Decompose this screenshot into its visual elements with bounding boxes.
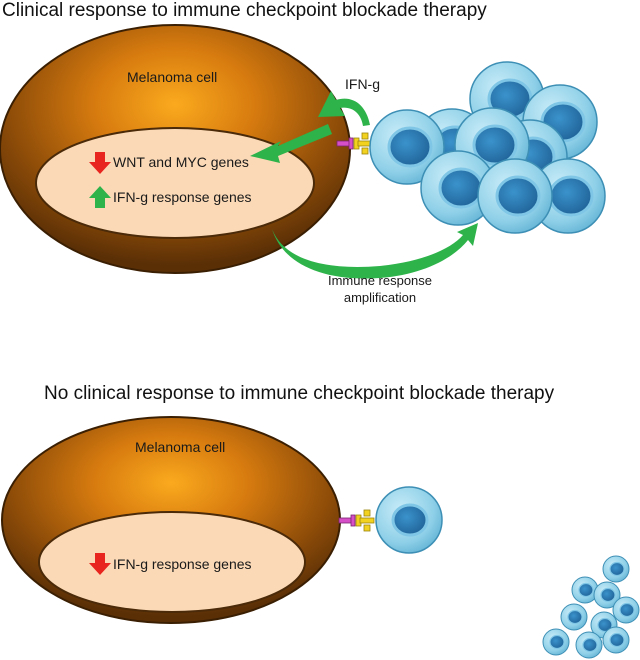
- signal-arrow-into-nucleus: [250, 124, 332, 163]
- nucleus-bottom: [38, 511, 306, 613]
- receptor-synapse-bottom: [338, 509, 375, 532]
- t-cell-small-cluster: [542, 555, 640, 659]
- ifn-g-curved-arrow: [318, 91, 370, 126]
- melanoma-cell-label-top: Melanoma cell: [127, 69, 217, 85]
- gene-up-label-top: IFN-g response genes: [113, 189, 252, 205]
- bottom-panel: No clinical response to immune checkpoin…: [1, 383, 640, 659]
- top-panel-title: Clinical response to immune checkpoint b…: [2, 0, 487, 21]
- up-arrow-icon: [89, 186, 111, 208]
- melanoma-cell-top: [0, 24, 351, 274]
- amplification-arrow: [272, 223, 478, 279]
- gene-down-label-top: WNT and MYC genes: [113, 154, 249, 170]
- amplification-label-line1: Immune response: [328, 273, 432, 288]
- down-arrow-icon-bottom: [89, 553, 111, 575]
- gene-down-label-bottom: IFN-g response genes: [113, 556, 252, 572]
- melanoma-cell-label-bottom: Melanoma cell: [135, 439, 225, 455]
- bottom-panel-title: No clinical response to immune checkpoin…: [44, 383, 555, 404]
- t-cell-single: [375, 486, 443, 554]
- receptor-synapse-top: [336, 132, 373, 155]
- down-arrow-icon: [89, 152, 111, 174]
- ifn-g-label: IFN-g: [345, 76, 380, 92]
- t-cell-cluster: [368, 60, 607, 235]
- amplification-label-line2: amplification: [344, 290, 416, 305]
- nucleus-top: [35, 127, 315, 239]
- top-panel: Clinical response to immune checkpoint b…: [0, 0, 607, 305]
